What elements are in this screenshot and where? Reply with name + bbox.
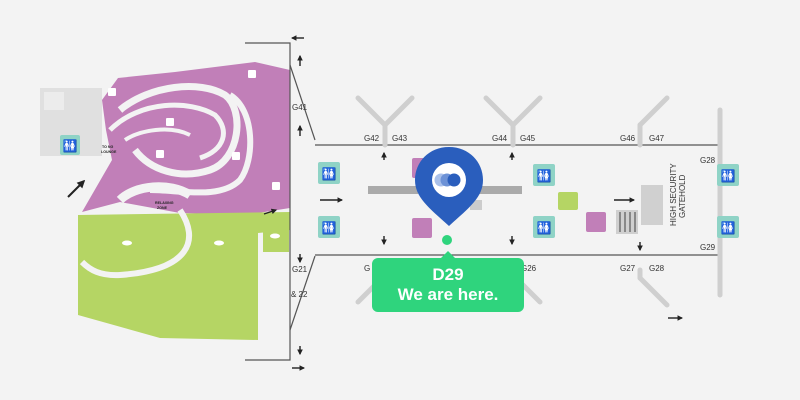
- gate-g46: G46: [620, 134, 636, 143]
- current-gate-code: D29: [432, 265, 464, 284]
- gate-g43: G43: [392, 134, 408, 143]
- escalator-icon: [616, 210, 638, 234]
- restroom-icon-corridor-4: 🚻: [533, 216, 555, 238]
- high-security-line-2: GATEHOLD: [678, 174, 687, 218]
- restroom-icon-left: 🚻: [60, 135, 80, 155]
- svg-text:🚻: 🚻: [322, 221, 337, 235]
- high-security-gatehold-label: HIGH SECURITY GATEHOLD: [669, 163, 687, 226]
- high-security-line-1: HIGH SECURITY: [669, 163, 678, 226]
- gate-g29: G29: [700, 243, 716, 252]
- gate-g28-bottom: G28: [649, 264, 665, 273]
- svg-text:🚻: 🚻: [63, 139, 78, 153]
- restroom-icon-right-2: 🚻: [717, 216, 739, 238]
- gate-g26: G26: [521, 264, 537, 273]
- restroom-icon-corridor-2: 🚻: [318, 216, 340, 238]
- to-lounge-label-2: LOUNGE: [101, 150, 117, 154]
- svg-text:🚻: 🚻: [537, 221, 552, 235]
- gate-g28-top: G28: [700, 156, 716, 165]
- to-lounge-label-1: TO NG: [102, 145, 114, 149]
- svg-text:🚻: 🚻: [322, 167, 337, 181]
- current-location-dot: [442, 235, 452, 245]
- restroom-icon-corridor-3: 🚻: [533, 164, 555, 186]
- cafe-icon-corridor: [558, 192, 578, 210]
- gate-g21-22-line2: & 22: [291, 290, 308, 299]
- gate-g45: G45: [520, 134, 536, 143]
- security-block: [641, 185, 663, 225]
- gate-g41: G41: [292, 103, 308, 112]
- gate-g47: G47: [649, 134, 665, 143]
- gate-piers-top: [355, 95, 670, 148]
- gate-g44: G44: [492, 134, 508, 143]
- moving-walkway-right: [472, 186, 522, 194]
- you-are-here-callout: D29 We are here.: [372, 251, 524, 312]
- info-block: [470, 200, 482, 210]
- gate-g21-22-line1: G21: [292, 265, 308, 274]
- cafe-icons: [122, 233, 280, 246]
- gate-g-lower-left: G: [364, 264, 370, 273]
- shop-icon-corridor-3: [586, 212, 606, 232]
- gate-g27: G27: [620, 264, 636, 273]
- restroom-icon-corridor-1: 🚻: [318, 162, 340, 184]
- shop-icons: [108, 70, 280, 190]
- svg-text:🚻: 🚻: [721, 169, 736, 183]
- svg-text:🚻: 🚻: [537, 169, 552, 183]
- gate-g42: G42: [364, 134, 380, 143]
- you-are-here-message: We are here.: [397, 285, 499, 304]
- location-pin-icon: [415, 147, 483, 245]
- shop-icon-corridor-2: [412, 218, 432, 238]
- entry-arrow: [67, 179, 86, 198]
- moving-walkway-left: [368, 186, 418, 194]
- relaxing-zone-label-1: RELAXING: [155, 201, 174, 205]
- restroom-icon-right-1: 🚻: [717, 164, 739, 186]
- direction-arrows: [263, 35, 684, 371]
- svg-text:🚻: 🚻: [721, 221, 736, 235]
- relaxing-zone-label-2: ZONE: [157, 206, 168, 210]
